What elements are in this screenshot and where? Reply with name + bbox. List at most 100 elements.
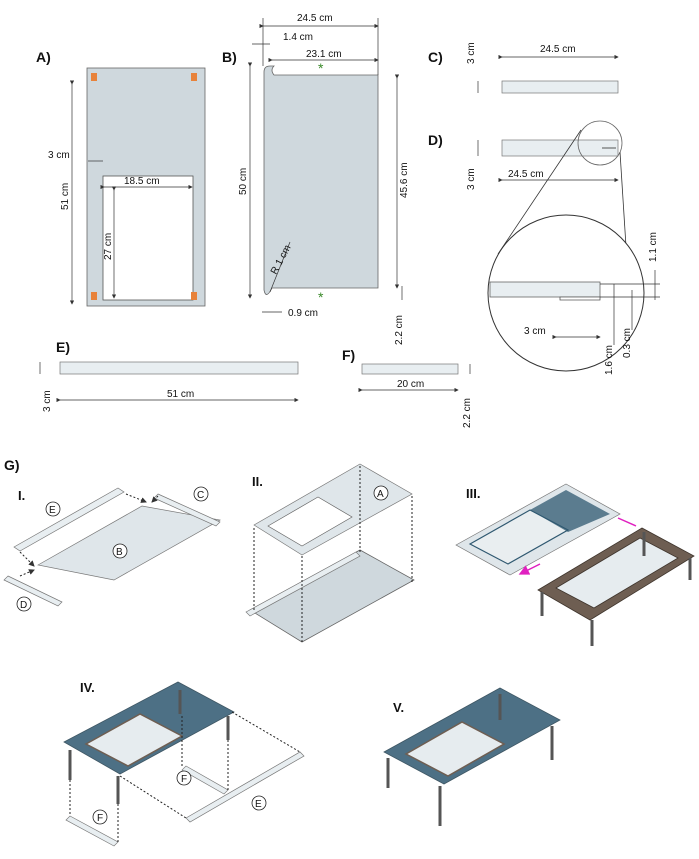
dim-d-height-label: 3 cm — [466, 168, 477, 190]
panel-b: B) * * 24.5 cm 1.4 cm 23.1 cm 50 cm 45.6… — [222, 13, 410, 345]
step-iv-tag-f1 — [176, 770, 192, 786]
dim-b-width-label: 24.5 cm — [297, 13, 333, 24]
step-iv-dash-1 — [231, 711, 301, 753]
step-ii-tag-a-text: A — [377, 489, 384, 500]
dim-a-margin-label: 3 cm — [48, 150, 70, 161]
step-ii-window — [267, 496, 353, 547]
dim-c-width-label: 24.5 cm — [540, 44, 576, 55]
panel-a-label: A) — [36, 49, 51, 65]
dim-zoom-length-label: 3 cm — [524, 326, 546, 337]
zoom-line-1 — [497, 129, 582, 255]
zoom-rail-section — [489, 281, 601, 298]
dim-d-width-label: 24.5 cm — [508, 169, 544, 180]
step-iv: IV. F F E — [63, 680, 305, 847]
dim-a-window-height-label: 27 cm — [103, 233, 114, 260]
step-i-rail-d — [3, 575, 63, 607]
dim-f-height-label: 2.2 cm — [462, 398, 473, 428]
step-v-label: V. — [393, 700, 404, 715]
corner-marker-bl — [91, 292, 97, 300]
dim-b-height-label: 50 cm — [238, 168, 249, 195]
dim-zoom-groove-label: 1.1 cm — [648, 232, 659, 262]
star-bottom: * — [318, 289, 324, 305]
step-iii-glass — [530, 490, 610, 532]
panel-d: D) 24.5 cm 3 cm 1.1 cm 3 cm 1.6 cm 0.3 c… — [428, 120, 660, 375]
step-v-window — [404, 721, 506, 777]
step-i-tag-e — [45, 501, 61, 517]
panel-f: F) 20 cm 2.2 cm — [342, 347, 473, 428]
dim-a-window-width-label: 18.5 cm — [124, 176, 160, 187]
step-iv-tag-e — [251, 795, 267, 811]
step-iv-tag-f2 — [92, 809, 108, 825]
dim-b-radius — [269, 241, 291, 293]
step-ii-label: II. — [252, 474, 263, 489]
step-i-tag-c — [193, 486, 209, 502]
dim-c-height-label: 3 cm — [466, 42, 477, 64]
step-i-tag-b-text: B — [116, 547, 123, 558]
step-i-label: I. — [18, 488, 25, 503]
rail-d — [501, 139, 619, 157]
rail-c — [501, 80, 619, 94]
step-i-rail-e — [13, 487, 125, 552]
dim-zoom-depth-label: 1.6 cm — [604, 345, 615, 375]
step-i-tag-b — [112, 543, 128, 559]
step-ii-base-rail — [245, 551, 361, 617]
step-ii-tag-a — [373, 485, 389, 501]
step-iii-label: III. — [466, 486, 480, 501]
panel-c: C) 24.5 cm 3 cm — [428, 42, 619, 94]
panel-g-label: G) — [4, 457, 20, 473]
panel-e-label: E) — [56, 339, 70, 355]
panel-b-label: B) — [222, 49, 237, 65]
step-iii: III. — [455, 483, 695, 646]
step-iv-tag-e-text: E — [255, 799, 262, 810]
dim-b-inner-width-label: 23.1 cm — [306, 49, 342, 60]
dim-e-height-label: 3 cm — [42, 390, 53, 412]
step-i-arrow-3 — [19, 551, 35, 567]
step-i-tag-d-text: D — [20, 600, 27, 611]
step-iii-frame-inner — [555, 537, 679, 609]
panel-c-label: C) — [428, 49, 443, 65]
step-i-arrow-2 — [151, 495, 159, 503]
step-iv-rail-f1 — [181, 765, 229, 795]
panel-d-label: D) — [428, 132, 443, 148]
zoom-source-circle — [577, 120, 623, 166]
panel-a: A) 51 cm 3 cm 18.5 cm 27 cm — [36, 49, 206, 307]
step-i-arrow-1 — [125, 493, 147, 503]
step-v: V. — [383, 687, 561, 826]
dim-e-length-label: 51 cm — [167, 389, 194, 400]
step-iii-arrow-2 — [617, 517, 637, 527]
dim-b-bottom-notch-label: 0.9 cm — [288, 308, 318, 319]
step-i-tag-e-text: E — [49, 505, 56, 516]
step-iv-tag-f1-text: F — [181, 774, 187, 785]
corner-marker-tl — [91, 73, 97, 81]
step-i: I. E B C D — [3, 486, 222, 612]
step-i-arrow-4 — [19, 569, 35, 577]
step-iv-label: IV. — [80, 680, 95, 695]
dim-zoom-gap-label: 0.3 cm — [622, 328, 633, 358]
step-i-plate-b — [37, 505, 222, 581]
star-top: * — [318, 60, 324, 76]
dim-b-depth-label: 2.2 cm — [394, 315, 405, 345]
panel-e: E) 51 cm 3 cm — [39, 339, 299, 412]
zoom-groove — [559, 296, 601, 301]
rail-f — [361, 363, 459, 375]
dim-a-height-label: 51 cm — [60, 183, 71, 210]
step-iii-arrow-1 — [518, 563, 541, 575]
step-ii: II. A — [245, 463, 415, 643]
step-iv-tag-f2-text: F — [97, 813, 103, 824]
corner-marker-br — [191, 292, 197, 300]
dim-b-notch-label: 1.4 cm — [283, 32, 313, 43]
step-i-tag-c-text: C — [197, 490, 204, 501]
step-iv-dash-2 — [119, 775, 187, 819]
step-i-tag-d — [16, 596, 32, 612]
step-iv-rail-f2 — [65, 815, 119, 847]
step-iv-rail-e — [185, 751, 305, 823]
dim-f-length-label: 20 cm — [397, 379, 424, 390]
step-ii-base — [249, 549, 415, 643]
rail-e — [59, 361, 299, 375]
dim-b-inner-height-label: 45.6 cm — [399, 162, 410, 198]
window-cutout — [102, 175, 194, 301]
plate-b — [263, 65, 379, 295]
panel-f-label: F) — [342, 347, 355, 363]
corner-marker-tr — [191, 73, 197, 81]
